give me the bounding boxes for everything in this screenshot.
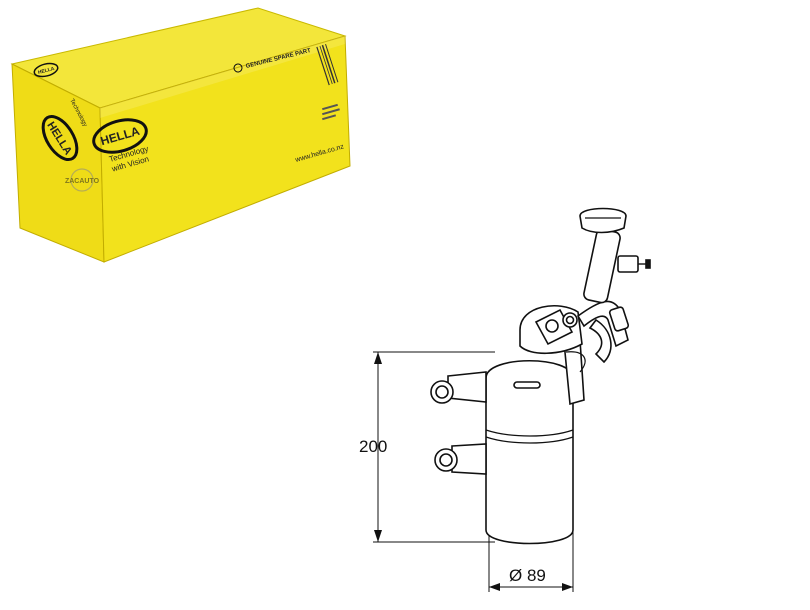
lower-bracket: [434, 443, 487, 475]
upper-bracket: [430, 371, 487, 404]
pressure-switch: [579, 207, 651, 304]
box-fine-print: [322, 103, 340, 121]
brand-text-top: HELLA: [37, 66, 55, 76]
watermark-logo: ZACAUTO: [65, 168, 100, 192]
diameter-dimension: [488, 525, 574, 592]
product-box: HELLA Technology HELLA GENUINE SPARE PAR…: [10, 7, 351, 263]
technical-drawing: 200 Ø 89: [359, 207, 651, 592]
box-barcode: [316, 44, 339, 86]
hella-logo-top: HELLA: [33, 62, 59, 78]
height-dimension: [373, 351, 495, 543]
height-label: 200: [359, 437, 387, 456]
watermark-text: ZACAUTO: [65, 178, 100, 185]
diameter-label: Ø 89: [509, 566, 546, 585]
dryer-cylinder: [485, 359, 574, 545]
box-front-face: [99, 35, 351, 263]
outlet-pipe: [576, 300, 630, 364]
dryer-head: [519, 305, 583, 355]
